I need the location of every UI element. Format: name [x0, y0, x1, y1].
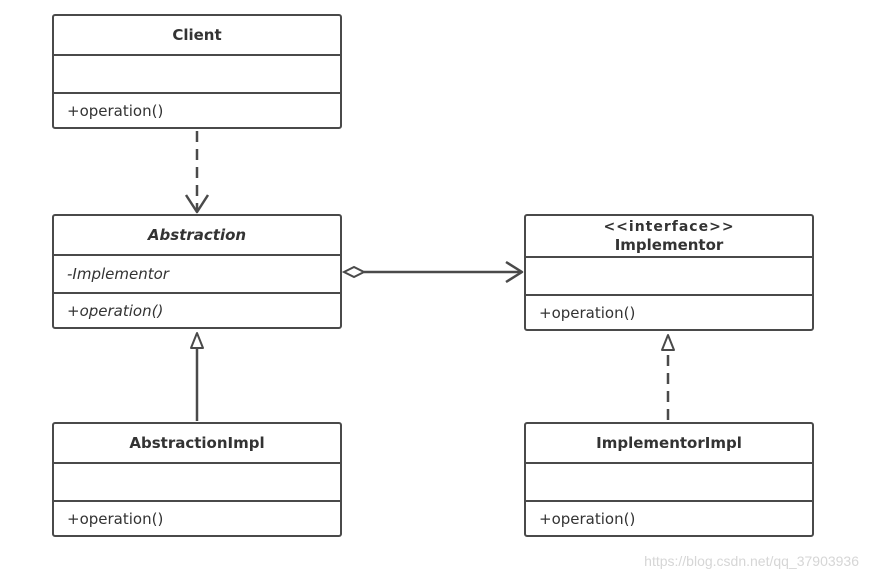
abstraction-impl-attributes [54, 462, 340, 500]
client-operation-text: +operation() [67, 101, 164, 120]
abstraction-operation-text: +operation() [67, 301, 164, 320]
abstraction-impl-operation-text: +operation() [67, 509, 164, 528]
abstraction-class[interactable]: Abstraction -Implementor +operation() [52, 214, 342, 329]
implementor-impl-class[interactable]: ImplementorImpl +operation() [524, 422, 814, 537]
implementor-operations: +operation() [526, 294, 812, 329]
generalization-abstractionimpl-abstraction [190, 332, 204, 421]
client-class-name: Client [54, 16, 340, 54]
aggregation-open-arrowhead [505, 260, 524, 284]
implementor-operation-text: +operation() [539, 303, 636, 322]
abstraction-operations: +operation() [54, 292, 340, 327]
implementor-impl-attributes [526, 462, 812, 500]
implementor-impl-class-name: ImplementorImpl [526, 424, 812, 462]
implementor-impl-name-text: ImplementorImpl [596, 434, 742, 452]
abstraction-impl-class-name: AbstractionImpl [54, 424, 340, 462]
abstraction-attribute-text: -Implementor [67, 265, 169, 283]
implementor-name-text: Implementor [614, 236, 724, 254]
implementor-impl-operation-text: +operation() [539, 509, 636, 528]
abstraction-impl-operations: +operation() [54, 500, 340, 535]
implementor-stereotype-text: <<interface>> [603, 219, 735, 235]
implementor-attributes [526, 256, 812, 294]
client-name-text: Client [172, 26, 222, 44]
aggregation-abstraction-implementor [341, 260, 524, 284]
generalization-hollow-triangle [190, 332, 204, 349]
abstraction-name-text: Abstraction [147, 226, 247, 244]
dependency-client-abstraction [184, 131, 210, 214]
aggregation-diamond [341, 265, 367, 279]
client-attributes [54, 54, 340, 92]
watermark-text: https://blog.csdn.net/qq_37903936 [644, 553, 859, 569]
implementor-class-name: <<interface>> Implementor [526, 216, 812, 256]
abstraction-class-name: Abstraction [54, 216, 340, 254]
client-operations: +operation() [54, 92, 340, 127]
implementor-impl-operations: +operation() [526, 500, 812, 535]
abstraction-impl-class[interactable]: AbstractionImpl +operation() [52, 422, 342, 537]
abstraction-attributes: -Implementor [54, 254, 340, 292]
implementor-interface[interactable]: <<interface>> Implementor +operation() [524, 214, 814, 331]
realization-hollow-triangle [661, 334, 675, 351]
client-class[interactable]: Client +operation() [52, 14, 342, 129]
dependency-open-arrowhead [184, 194, 210, 214]
realization-implementorimpl-implementor [661, 334, 675, 420]
abstraction-impl-name-text: AbstractionImpl [129, 434, 265, 452]
